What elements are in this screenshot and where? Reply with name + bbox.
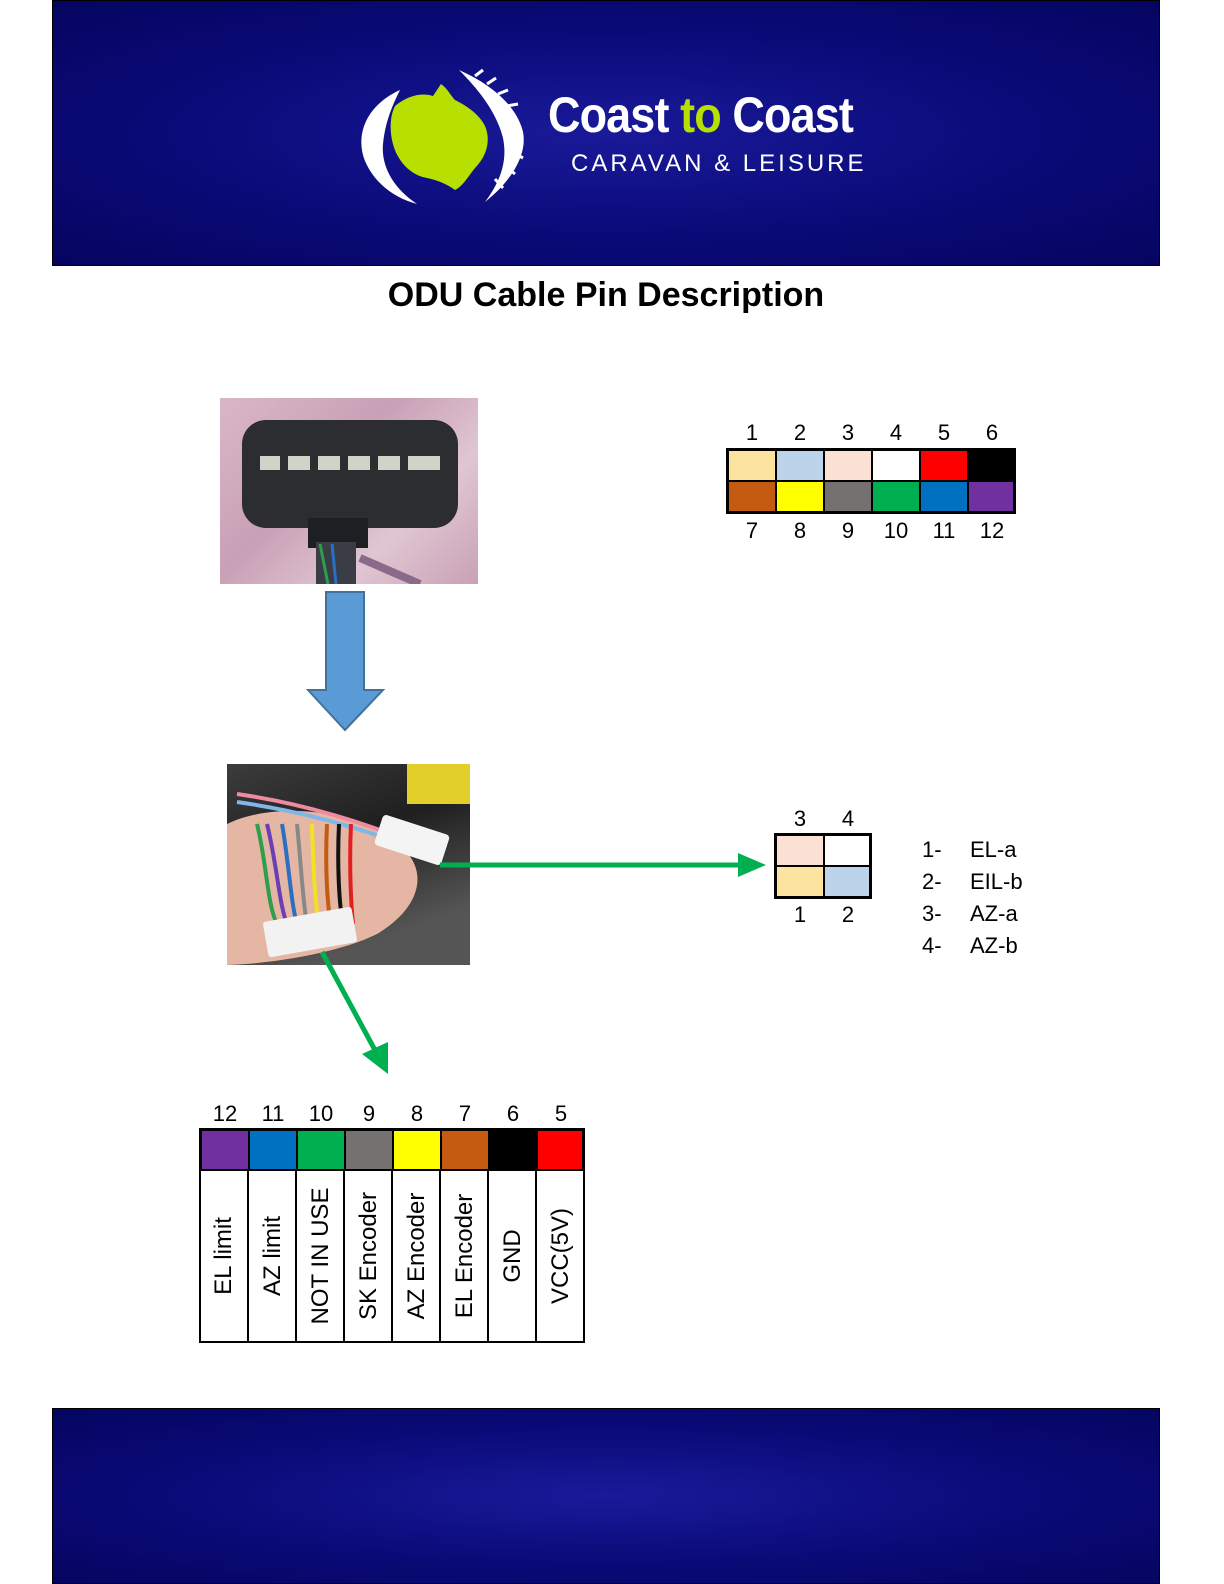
legend-value: EIL-b	[970, 869, 1023, 894]
pin-number: 6	[489, 1101, 537, 1127]
legend-row: 2-EIL-b	[922, 869, 1023, 895]
pin-label: VCC(5V)	[547, 1208, 575, 1304]
pin-5-description: VCC(5V)	[535, 1171, 585, 1341]
connector-photo	[220, 398, 478, 584]
pin-number: 6	[968, 420, 1016, 446]
pin-12-color	[968, 481, 1014, 512]
pin-number: 3	[824, 420, 872, 446]
pin-label: SK Encoder	[355, 1192, 383, 1320]
legend-key: 3-	[922, 901, 970, 927]
pin-number: 9	[824, 518, 872, 544]
pin-number: 11	[249, 1101, 297, 1127]
pin-label: EL limit	[210, 1217, 238, 1295]
pin-11-color	[249, 1130, 297, 1170]
pin-11-description: AZ limit	[247, 1171, 297, 1341]
legend-value: AZ-b	[970, 933, 1018, 958]
pin-3-color	[776, 835, 824, 866]
legend-value: EL-a	[970, 837, 1016, 862]
pin-8-color	[393, 1130, 441, 1170]
pin-6-color	[968, 450, 1014, 481]
pin-label: NOT IN USE	[307, 1188, 335, 1325]
pin-number: 8	[393, 1101, 441, 1127]
legend-key: 1-	[922, 837, 970, 863]
pin-number: 9	[345, 1101, 393, 1127]
pin-1-color	[776, 866, 824, 897]
pin-number: 12	[201, 1101, 249, 1127]
brand-subtitle: CARAVAN & LEISURE	[571, 150, 867, 178]
pin-5-color	[920, 450, 968, 481]
pin-7-color	[441, 1130, 489, 1170]
pin-1-color	[728, 450, 776, 481]
pin-12-description: EL limit	[199, 1171, 249, 1341]
pin-10-color	[872, 481, 920, 512]
pin-number: 12	[968, 518, 1016, 544]
legend-value: AZ-a	[970, 901, 1018, 926]
pin-3-color	[824, 450, 872, 481]
pin-4-color	[872, 450, 920, 481]
legend-row: 4-AZ-b	[922, 933, 1018, 959]
pin-9-color	[345, 1130, 393, 1170]
pin-number: 7	[728, 518, 776, 544]
legend-key: 2-	[922, 869, 970, 895]
pin-number: 10	[297, 1101, 345, 1127]
pin-number: 5	[920, 420, 968, 446]
pin-number: 2	[824, 902, 872, 928]
legend-key: 4-	[922, 933, 970, 959]
pin-5-color	[537, 1130, 583, 1170]
pin-9-description: SK Encoder	[343, 1171, 393, 1341]
pin-8-description: AZ Encoder	[391, 1171, 441, 1341]
pin-label: EL Encoder	[451, 1194, 479, 1319]
brand-name-part3: Coast	[721, 87, 853, 143]
page-title: ODU Cable Pin Description	[0, 276, 1212, 315]
pin-number: 3	[776, 806, 824, 832]
pin-number: 8	[776, 518, 824, 544]
pin-label: GND	[499, 1229, 527, 1282]
brand-name-part2: to	[680, 87, 721, 143]
pin-11-color	[920, 481, 968, 512]
legend-row: 1-EL-a	[922, 837, 1016, 863]
pin-2-color	[824, 866, 870, 897]
pin-number: 2	[776, 420, 824, 446]
brand-name-part1: Coast	[548, 87, 680, 143]
legend-row: 3-AZ-a	[922, 901, 1018, 927]
pin-number: 10	[872, 518, 920, 544]
pin-10-description: NOT IN USE	[295, 1171, 345, 1341]
brand-name: Coast to Coast	[548, 86, 853, 144]
pin-number: 11	[920, 518, 968, 544]
pin-label: AZ limit	[259, 1216, 287, 1296]
pin-number: 1	[728, 420, 776, 446]
right-arrow-icon	[440, 850, 770, 880]
pin-number: 4	[872, 420, 920, 446]
pin-number: 5	[537, 1101, 585, 1127]
pin-10-color	[297, 1130, 345, 1170]
pin-7-color	[728, 481, 776, 512]
pin-number: 7	[441, 1101, 489, 1127]
brand-logo-icon	[355, 66, 527, 208]
pin-2-color	[776, 450, 824, 481]
pin-number: 1	[776, 902, 824, 928]
pin-6-description: GND	[487, 1171, 537, 1341]
harness-photo	[227, 764, 470, 965]
pin-6-color	[489, 1130, 537, 1170]
pin-12-color	[201, 1130, 249, 1170]
pin-9-color	[824, 481, 872, 512]
down-arrow-icon	[306, 590, 386, 734]
pin-4-color	[824, 835, 870, 866]
pin-8-color	[776, 481, 824, 512]
pin-number: 4	[824, 806, 872, 832]
pin-label: AZ Encoder	[403, 1193, 431, 1320]
pin-7-description: EL Encoder	[439, 1171, 489, 1341]
footer-banner	[52, 1408, 1160, 1584]
diagonal-arrow-icon	[312, 948, 402, 1078]
